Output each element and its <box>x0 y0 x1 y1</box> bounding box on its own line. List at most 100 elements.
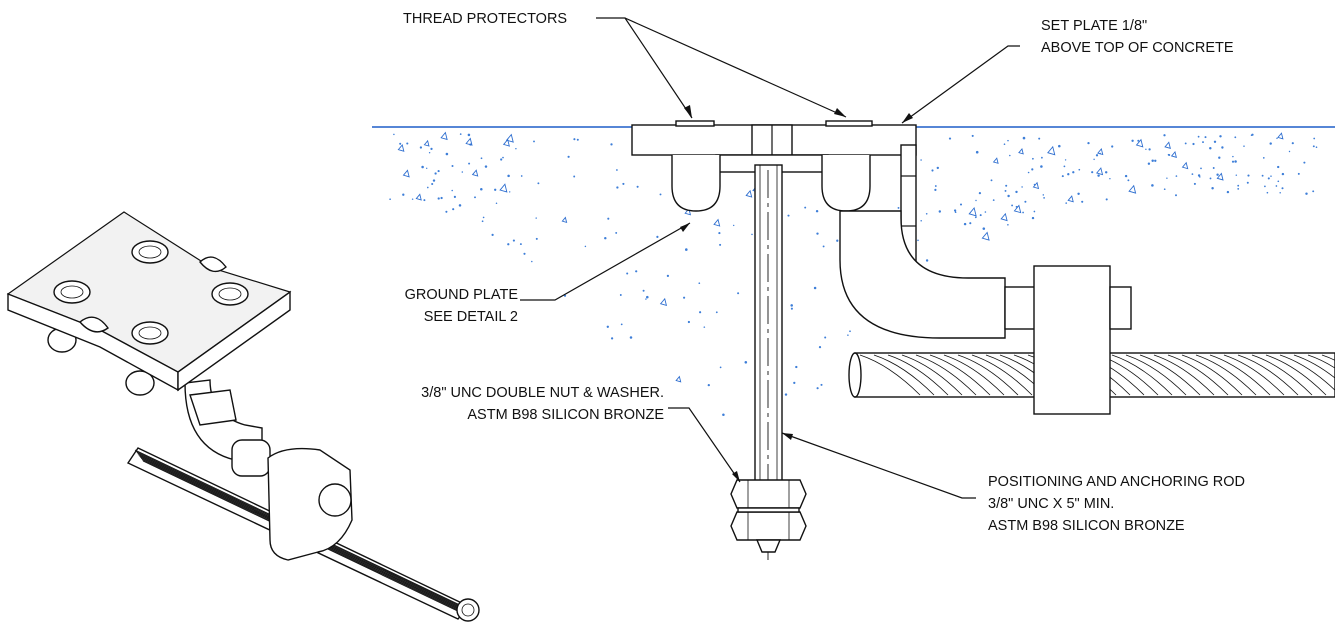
aggregate-dot <box>719 243 722 246</box>
aggregate-dot <box>790 304 793 307</box>
aggregate-dot <box>646 295 649 299</box>
anchoring-rod-line3: ASTM B98 SILICON BRONZE <box>988 518 1185 534</box>
aggregate-dot <box>533 140 535 143</box>
callout-set-plate: SET PLATE 1/8" ABOVE TOP OF CONCRETE <box>1041 18 1234 56</box>
aggregate-dot <box>451 189 453 192</box>
aggregate-dot <box>1232 155 1234 158</box>
aggregate-stone <box>684 207 692 216</box>
aggregate-dot <box>822 245 825 248</box>
aggregate-dot <box>1081 200 1084 203</box>
aggregate-dot <box>467 133 471 137</box>
aggregate-stone <box>1018 147 1024 155</box>
aggregate-dot <box>399 142 402 145</box>
callout-ground-plate: GROUND PLATE SEE DETAIL 2 <box>405 287 519 325</box>
aggregate-dot <box>963 222 967 226</box>
callout-nut-washer: 3/8" UNC DOUBLE NUT & WASHER. ASTM B98 S… <box>421 385 664 423</box>
aggregate-dot <box>1078 168 1081 171</box>
aggregate-dot <box>1200 167 1202 170</box>
aggregate-dot <box>824 336 827 339</box>
aggregate-dot <box>990 179 993 182</box>
aggregate-dot <box>491 233 494 237</box>
aggregate-dot <box>1099 152 1102 155</box>
aggregate-dot <box>1209 147 1212 150</box>
aggregate-dot <box>1305 192 1308 195</box>
aggregate-dot <box>1312 145 1315 148</box>
set-plate-line2: ABOVE TOP OF CONCRETE <box>1041 40 1234 56</box>
aggregate-dot <box>1065 202 1068 204</box>
aggregate-dot <box>537 182 540 185</box>
aggregate-dot <box>666 274 670 278</box>
aggregate-dot <box>1031 168 1034 171</box>
aggregate-dot <box>1145 148 1147 151</box>
aggregate-dot <box>520 175 523 177</box>
conductor-strand <box>1139 354 1201 396</box>
aggregate-dot <box>495 202 498 204</box>
aggregate-dot <box>1064 159 1067 161</box>
aggregate-dot <box>1243 145 1245 147</box>
aggregate-dot <box>925 212 928 215</box>
aggregate-dot <box>1163 188 1166 191</box>
aggregate-stone <box>1047 145 1056 156</box>
aggregate-dot <box>715 311 718 314</box>
aggregate-stone <box>968 207 977 217</box>
conductor-strand <box>1153 354 1215 396</box>
iso-connector <box>267 447 353 561</box>
aggregate-dot <box>1087 141 1090 145</box>
aggregate-dot <box>931 169 934 172</box>
aggregate-dot <box>619 294 622 296</box>
aggregate-dot <box>1063 165 1066 168</box>
conductor-strand <box>943 354 1005 396</box>
aggregate-dot <box>849 330 851 333</box>
aggregate-dot <box>1216 173 1219 176</box>
conductor-strand <box>1279 354 1335 391</box>
aggregate-dot <box>480 188 483 191</box>
aggregate-dot <box>969 222 972 225</box>
aggregate-dot <box>437 170 440 173</box>
aggregate-dot <box>784 393 788 396</box>
aggregate-dot <box>507 174 510 178</box>
aggregate-stone <box>1170 150 1177 158</box>
aggregate-dot <box>452 208 455 211</box>
aggregate-dot <box>440 196 443 200</box>
anchoring-rod-line1: POSITIONING AND ANCHORING ROD <box>988 474 1245 490</box>
elbow-lead <box>839 210 1006 339</box>
aggregate-dot <box>512 239 515 242</box>
aggregate-dot <box>1151 159 1154 162</box>
aggregate-dot <box>1191 173 1194 175</box>
aggregate-dot <box>635 270 638 273</box>
aggregate-dot <box>402 193 405 196</box>
thread-protector-right <box>825 120 873 127</box>
anchoring-rod <box>754 164 783 486</box>
conductor-strand <box>971 354 1033 396</box>
aggregate-dot <box>1005 184 1008 187</box>
aggregate-dot <box>622 182 625 185</box>
aggregate-stone <box>992 157 999 164</box>
aggregate-stone <box>397 143 405 152</box>
aggregate-dot <box>1042 194 1045 196</box>
stud-right <box>821 155 871 212</box>
aggregate-dot <box>636 185 639 188</box>
aggregate-stone <box>499 183 508 193</box>
aggregate-dot <box>1175 194 1177 197</box>
callout-anchoring-rod: POSITIONING AND ANCHORING ROD 3/8" UNC X… <box>988 474 1245 534</box>
aggregate-dot <box>1072 171 1075 173</box>
aggregate-dot <box>816 387 819 390</box>
aggregate-dot <box>1124 174 1128 178</box>
aggregate-dot <box>1043 197 1045 199</box>
aggregate-dot <box>1166 177 1168 179</box>
aggregate-dot <box>1168 153 1171 157</box>
aggregate-dot <box>1031 216 1035 220</box>
aggregate-stone <box>745 189 753 198</box>
aggregate-dot <box>1131 139 1134 142</box>
aggregate-dot <box>1202 141 1204 144</box>
conductor-strand <box>1251 354 1313 396</box>
aggregate-dot <box>1007 194 1010 198</box>
conductor-strand <box>887 354 949 396</box>
aggregate-stone <box>561 216 568 224</box>
conductor-strand <box>1111 354 1173 396</box>
aggregate-dot <box>1193 182 1196 185</box>
aggregate-dot <box>431 182 434 186</box>
nut-washer-line2: ASTM B98 SILICON BRONZE <box>467 407 664 423</box>
aggregate-dot <box>703 326 706 328</box>
aggregate-dot <box>1234 136 1237 139</box>
